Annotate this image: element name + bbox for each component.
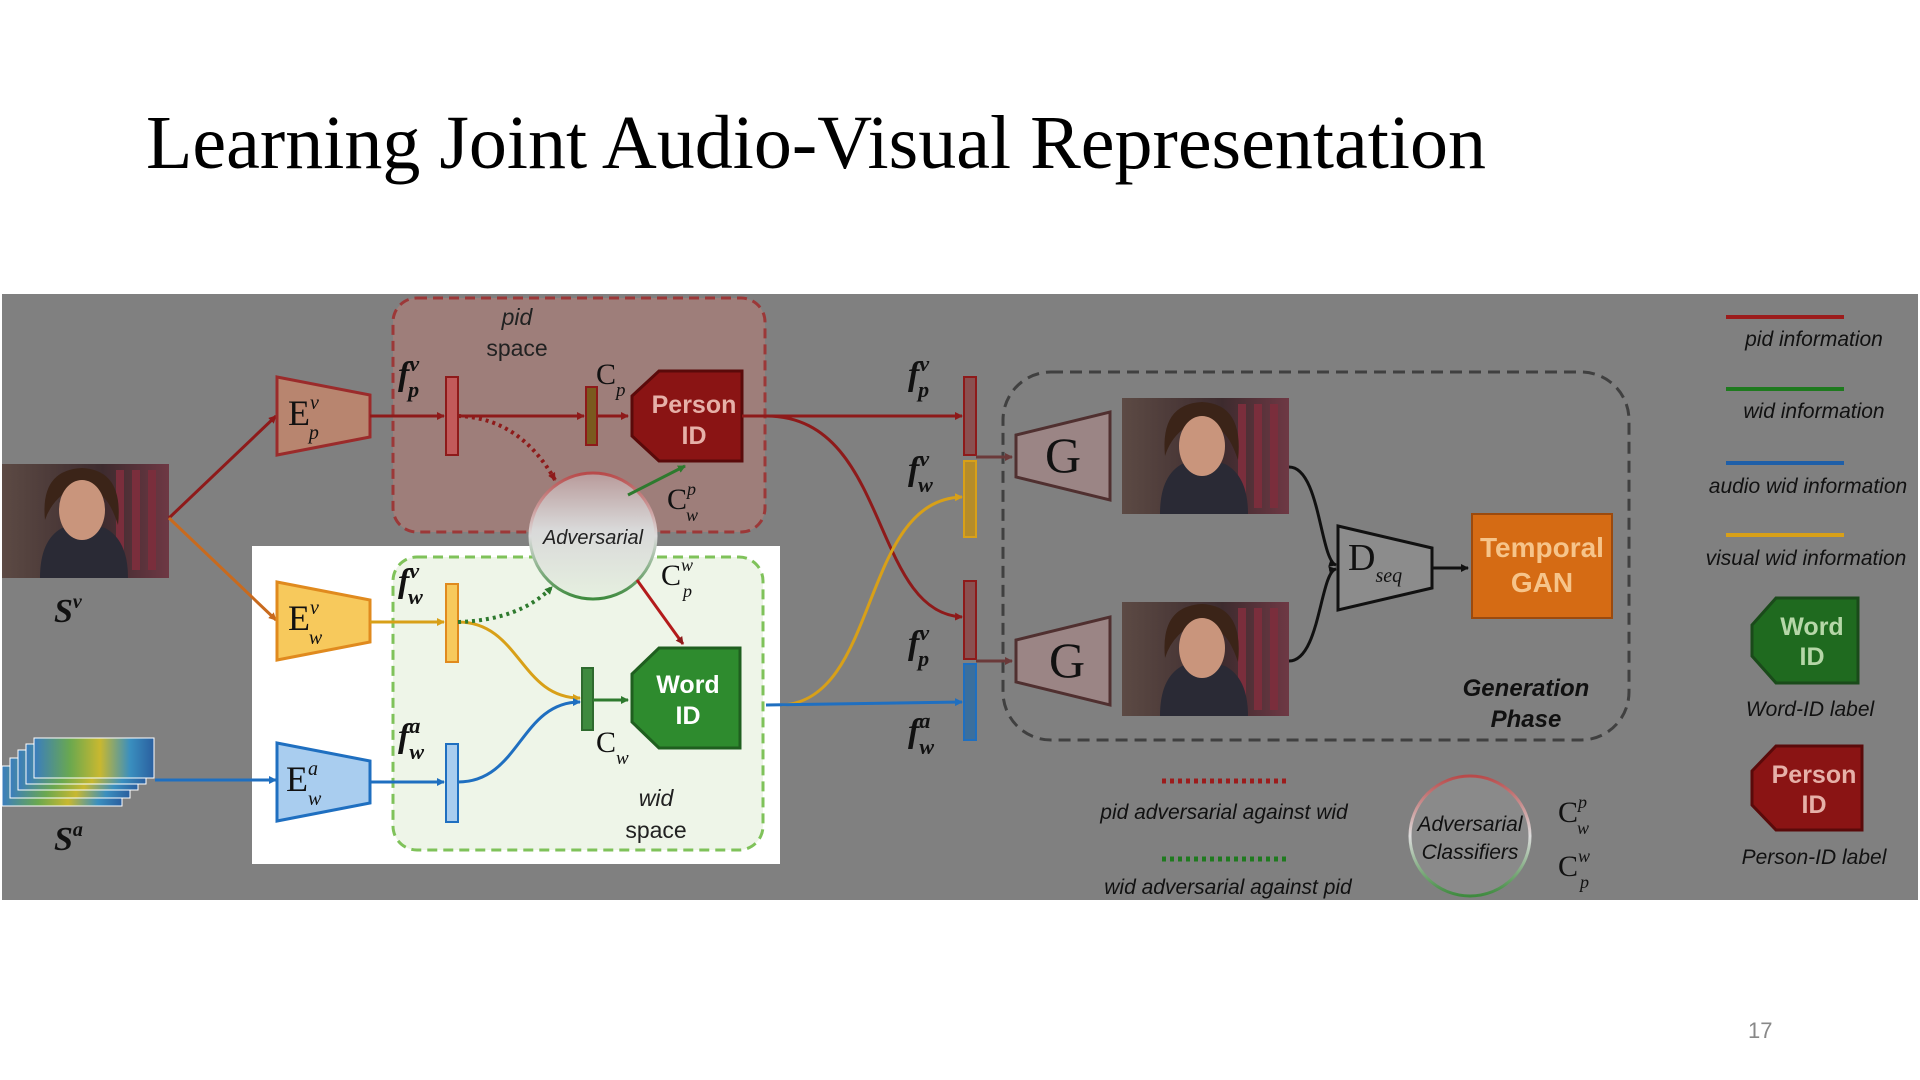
svg-text:Dseq: Dseq [1348,537,1402,587]
generated-face-top [1122,398,1289,514]
adv-dotted-pid [457,414,557,481]
adv-dotted-wid [457,585,554,624]
feature-bar-fwa-right-2 [963,663,977,741]
legend-wid-adv-text: wid adversarial against pid [1104,876,1353,899]
svg-text:Person: Person [1772,761,1857,789]
classifier-label-cp: Cp [596,358,626,401]
feature-bar-fwa [445,743,459,823]
classifier-bar-cw [581,667,594,731]
arrow-fwa-to-cw [457,698,581,784]
feature-bar-fp-right-1 [963,376,977,456]
classifier-label-cw: Cw [596,726,629,769]
legend-adv-classifiers: Adversarial Classifiers [1408,774,1532,898]
person-id-box: Person ID [630,369,744,463]
svg-text:ID: ID [1800,643,1825,671]
pid-space-label-1: pid [501,304,534,330]
wid-space-label-2: space [625,817,686,843]
arrow-face-bottom-to-dseq [1288,566,1337,663]
legend-audio-wid-text: audio wid information [1709,475,1907,498]
svg-text:G: G [1049,632,1085,688]
svg-text:Person: Person [652,391,737,419]
slide-title: Learning Joint Audio-Visual Representati… [146,101,1486,185]
arrow-sv-to-ep [167,414,278,520]
architecture-diagram: pid space wid space Generation Phase Sv … [1,294,1918,900]
arrow-adv-to-cwp [627,464,686,497]
svg-text:Temporal: Temporal [1480,532,1604,563]
legend-word-id-box: Word ID [1750,596,1860,685]
input-audio-label: Sa [54,819,83,858]
svg-text:ID: ID [676,702,701,730]
page-number: 17 [1748,1018,1773,1043]
audio-spectrogram-image [1,737,155,807]
legend-person-id-label: Person-ID label [1742,846,1888,869]
svg-text:Word: Word [656,671,719,699]
feature-bar-fp [445,376,459,456]
svg-text:Classifiers: Classifiers [1422,841,1519,864]
legend-pid-adv-text: pid adversarial against wid [1099,801,1349,824]
svg-text:Adversarial: Adversarial [542,527,644,549]
temporal-gan-box: Temporal GAN [1471,513,1613,619]
arrow-face-top-to-dseq [1288,465,1337,567]
arrow-wordid-to-fwv-top [781,493,963,707]
feature-bar-fwv [445,583,459,663]
word-id-box: Word ID [630,646,742,750]
svg-text:Evw: Evw [288,597,323,649]
feature-bar-fwv-right-1 [963,460,977,538]
discriminator-dseq: Dseq [1336,524,1434,612]
feature-bar-fp-right-2 [963,580,977,660]
legend-wid-text: wid information [1743,400,1884,423]
generation-phase-label-2: Phase [1491,706,1562,733]
input-face-image [2,464,169,578]
legend-pid-text: pid information [1744,328,1883,351]
svg-text:GAN: GAN [1511,567,1573,598]
adversarial-classifier-circle: Adversarial [528,471,658,601]
svg-text:Word: Word [1780,613,1843,641]
svg-text:G: G [1045,427,1081,483]
arrow-personid-to-fp-bottom [765,414,963,621]
generation-phase-label-1: Generation [1463,675,1590,702]
arrow-adv-to-wordid [635,579,685,645]
svg-text:Evp: Evp [288,392,319,444]
legend-word-id-label: Word-ID label [1746,698,1876,721]
pid-space-label-2: space [486,335,547,361]
input-visual-label: Sv [54,591,83,630]
legend-person-id-box: Person ID [1750,744,1864,832]
generated-face-bottom [1122,602,1289,716]
legend-visual-wid-text: visual wid information [1706,547,1907,570]
classifier-bar-cp [585,386,598,446]
arrow-fwv-to-cw [457,620,581,702]
svg-text:Eaw: Eaw [286,758,322,810]
generator-top: G [1014,410,1112,502]
svg-text:ID: ID [1802,791,1827,819]
svg-text:Adversarial: Adversarial [1415,813,1523,836]
generation-phase-region: Generation Phase [1001,370,1631,742]
generator-bottom: G [1014,615,1112,707]
wid-space-label-1: wid [639,785,675,811]
arrow-sv-to-ewv [167,516,278,622]
svg-text:ID: ID [682,422,707,450]
arrow-wordid-to-fwa-bottom [765,698,963,707]
